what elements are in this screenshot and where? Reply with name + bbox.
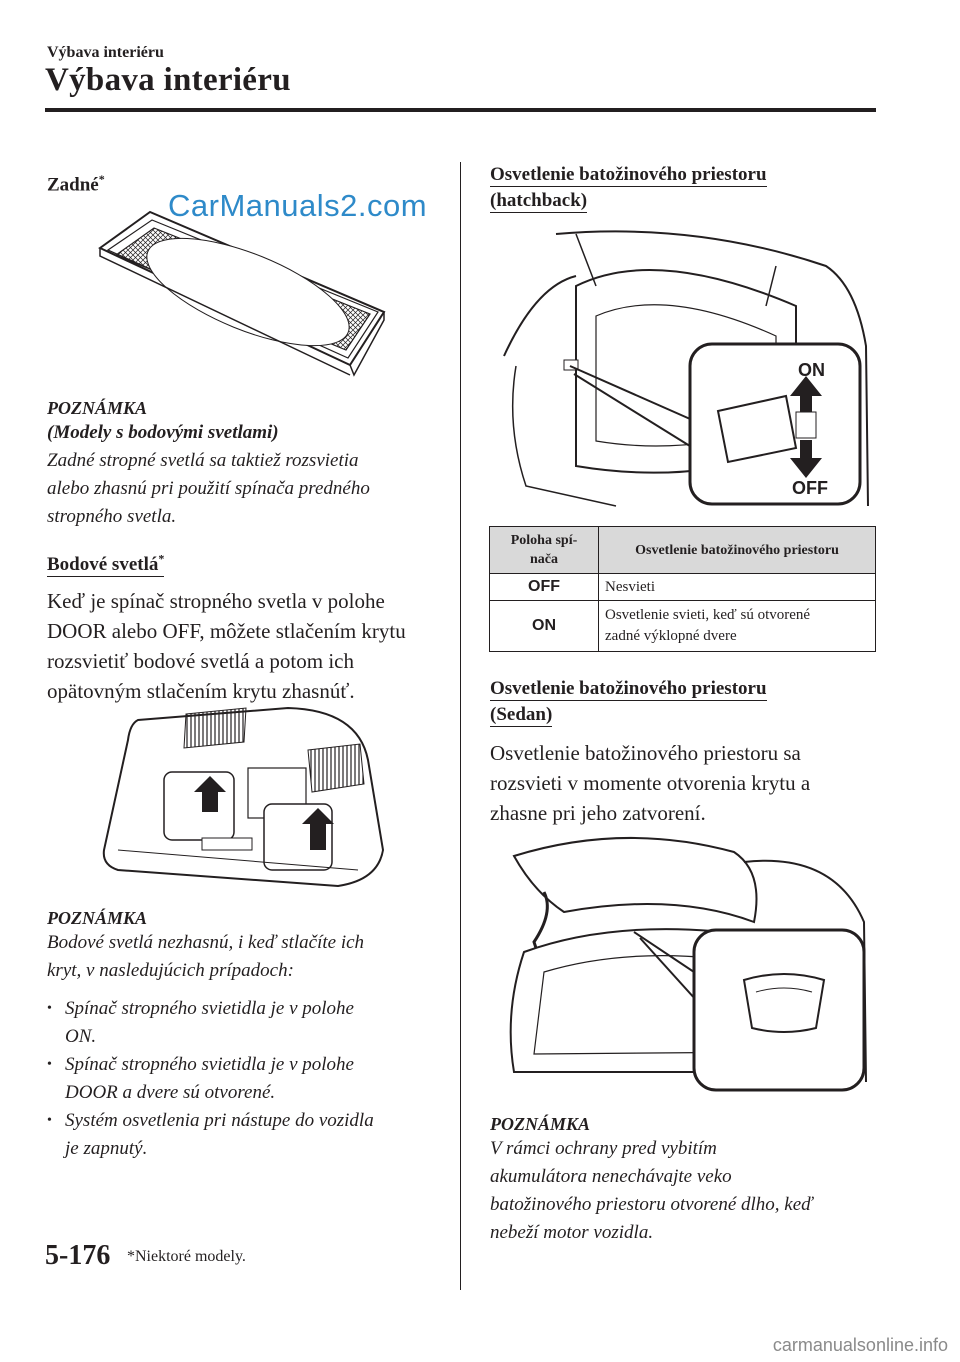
overhead-console-illustration bbox=[102, 706, 385, 888]
note-bullet-list: Spínač stropného svietidla je v poloheON… bbox=[47, 995, 447, 1163]
header-rule bbox=[45, 108, 876, 112]
note-spot: POZNÁMKA Bodové svetlá nezhasnú, i keď s… bbox=[47, 908, 447, 1163]
note-line: kryt, v nasledujúcich prípadoch: bbox=[47, 960, 294, 981]
body-line: rozsvietiť bodové svetlá a potom ich bbox=[47, 649, 354, 673]
on-label: ON bbox=[798, 360, 825, 380]
off-label: OFF bbox=[792, 478, 828, 498]
note-heading: POZNÁMKA bbox=[47, 398, 148, 418]
note-line: akumulátora nenechávajte veko bbox=[490, 1166, 732, 1187]
note-line: V rámci ochrany pred vybitím bbox=[490, 1138, 717, 1159]
body-line: rozsvieti v momente otvorenia krytu a bbox=[490, 771, 811, 795]
watermark-text: CarManuals2.com bbox=[168, 188, 428, 223]
list-item: Spínač stropného svietidla je v poloheDO… bbox=[47, 1051, 447, 1107]
running-header: Výbava interiéru bbox=[47, 44, 164, 61]
note-line: Bodové svetlá nezhasnú, i keď stlačíte i… bbox=[47, 932, 365, 953]
list-item: Systém osvetlenia pri nástupe do vozidla… bbox=[47, 1107, 447, 1163]
sedan-title: Osvetlenie batožinového priestoru (Sedan… bbox=[490, 678, 767, 727]
note-line: stropného svetla. bbox=[47, 506, 177, 527]
note-line: Zadné stropné svetlá sa taktiež rozsviet… bbox=[47, 450, 359, 471]
spot-lights-body: Keď je spínač stropného svetla v polohe … bbox=[47, 586, 447, 706]
table-header-row: Poloha spí-nača Osvetlenie batožinového … bbox=[489, 526, 876, 574]
table-row: OFF Nesvieti bbox=[489, 573, 876, 601]
spot-lights-title: Bodové svetlá* bbox=[47, 552, 165, 578]
footer-watermark: carmanualsonline.info bbox=[772, 1335, 948, 1355]
body-line: DOOR alebo OFF, môžete stlačením krytu bbox=[47, 619, 406, 643]
hatchback-trunk-illustration: ON OFF bbox=[503, 230, 869, 507]
hatchback-title: Osvetlenie batožinového priestoru (hatch… bbox=[490, 164, 767, 213]
note-heading: POZNÁMKA bbox=[47, 908, 148, 928]
table-header-cell: Poloha spí-nača bbox=[489, 526, 599, 574]
note-sedan: POZNÁMKA V rámci ochrany pred vybitím ak… bbox=[490, 1114, 885, 1247]
table-header-cell: Osvetlenie batožinového priestoru bbox=[598, 526, 876, 574]
list-item: Spínač stropného svietidla je v poloheON… bbox=[47, 995, 447, 1051]
note-rear: POZNÁMKA (Modely s bodovými svetlami) Za… bbox=[47, 398, 447, 531]
body-line: Keď je spínač stropného svetla v polohe bbox=[47, 589, 385, 613]
body-line: opätovným stlačením krytu zhasnúť. bbox=[47, 679, 355, 703]
body-line: Osvetlenie batožinového priestoru sa bbox=[490, 741, 801, 765]
note-heading: POZNÁMKA bbox=[490, 1114, 591, 1134]
description-cell: Nesvieti bbox=[598, 573, 876, 601]
footnote: *Niektoré modely. bbox=[127, 1248, 246, 1265]
body-line: zhasne pri jeho zatvorení. bbox=[490, 801, 706, 825]
rear-lamp-illustration bbox=[98, 210, 386, 377]
page-title: Výbava interiéru bbox=[45, 62, 291, 98]
rear-light-title: Zadné* bbox=[47, 172, 105, 196]
switch-position-cell: ON bbox=[489, 600, 599, 652]
sedan-trunk-illustration bbox=[509, 837, 867, 1092]
note-line: alebo zhasnú pri použití spínača prednéh… bbox=[47, 478, 370, 499]
note-subheading: (Modely s bodovými svetlami) bbox=[47, 422, 279, 443]
note-line: batožinového priestoru otvorené dlho, ke… bbox=[490, 1194, 813, 1215]
switch-table: Poloha spí-nača Osvetlenie batožinového … bbox=[489, 526, 876, 652]
note-line: nebeží motor vozidla. bbox=[490, 1222, 654, 1243]
page-number: 5-176 bbox=[45, 1240, 111, 1271]
sedan-body: Osvetlenie batožinového priestoru sa roz… bbox=[490, 738, 880, 828]
switch-position-cell: OFF bbox=[489, 573, 599, 601]
column-divider bbox=[460, 162, 461, 1290]
